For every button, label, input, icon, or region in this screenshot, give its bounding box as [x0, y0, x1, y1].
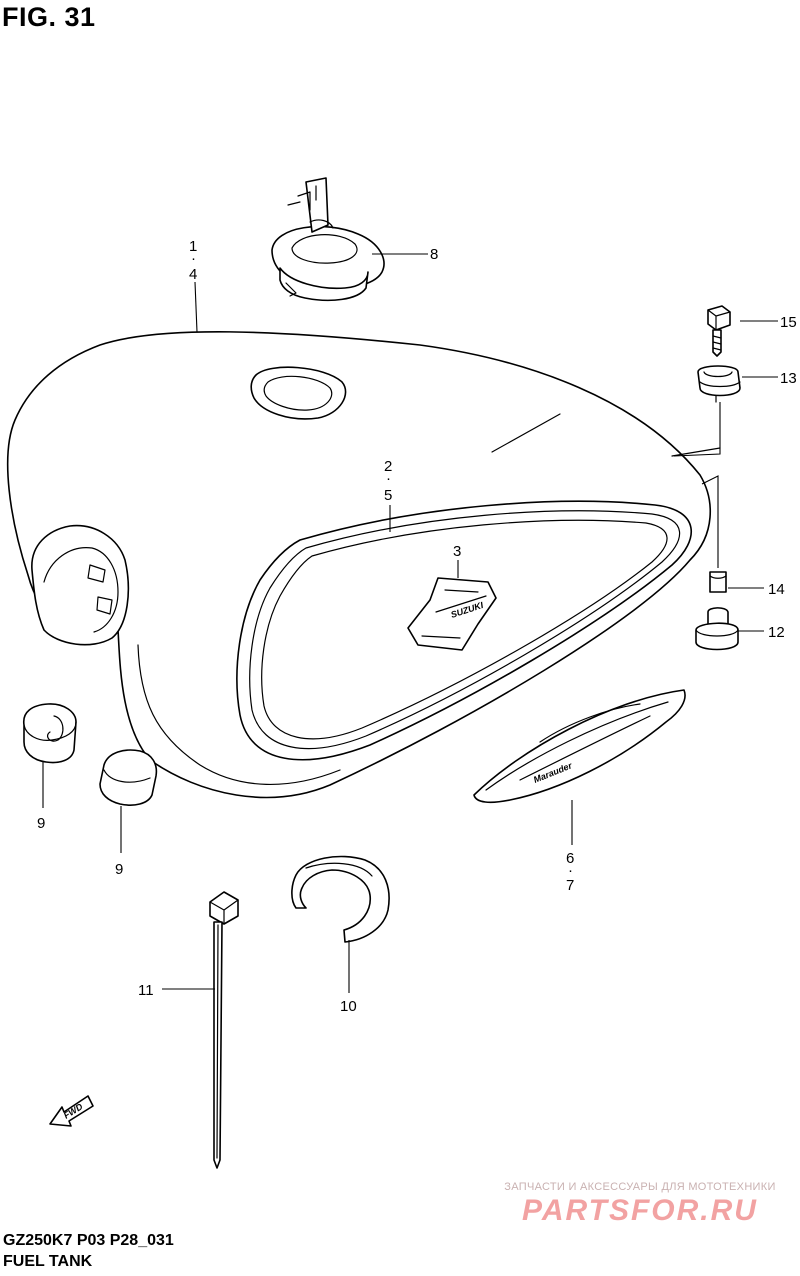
callout-9a: 9 — [37, 815, 45, 832]
fwd-arrow-icon: FWD — [49, 1095, 94, 1127]
callout-8: 8 — [430, 246, 438, 263]
tank-emblem-part[interactable]: Marauder — [473, 689, 686, 804]
callout-11: 11 — [138, 982, 154, 999]
section-name: FUEL TANK — [3, 1253, 93, 1270]
cushion-9a-part[interactable] — [23, 703, 77, 764]
grommet-13-part[interactable] — [697, 365, 741, 403]
watermark-brand-logo: PARTSFOR.RU — [522, 1194, 758, 1227]
callout-4: 4 — [189, 266, 197, 283]
callout-6-7-separator: · — [568, 862, 573, 879]
callout-13: 13 — [780, 370, 797, 387]
callout-1: 1 — [189, 238, 197, 255]
callout-5: 5 — [384, 487, 392, 504]
fuel-cap-part[interactable] — [271, 177, 385, 302]
grommet-12-part[interactable] — [695, 607, 739, 651]
clamp-part[interactable] — [291, 855, 390, 943]
cable-tie-part[interactable] — [209, 891, 239, 1169]
cushion-9b-part[interactable] — [99, 749, 158, 806]
callout-1-4-separator: · — [191, 250, 196, 267]
callout-3: 3 — [453, 543, 461, 560]
callout-14: 14 — [768, 581, 785, 598]
callout-10: 10 — [340, 998, 357, 1015]
leader-lines — [42, 253, 778, 993]
bolt-part[interactable] — [707, 305, 731, 357]
callout-9b: 9 — [115, 861, 123, 878]
callout-2: 2 — [384, 458, 392, 475]
callout-15: 15 — [780, 314, 797, 331]
suzuki-badge-part[interactable]: SUZUKI — [407, 577, 497, 651]
callout-numbers: 1 · 4 2 · 5 3 8 15 13 14 12 6 · 7 9 9 10… — [37, 238, 797, 1015]
watermark-tagline: ЗАПЧАСТИ И АКСЕССУАРЫ ДЛЯ МОТОТЕХНИКИ — [504, 1181, 776, 1193]
watermark: ЗАПЧАСТИ И АКСЕССУАРЫ ДЛЯ МОТОТЕХНИКИ PA… — [485, 1181, 795, 1228]
callout-7: 7 — [566, 877, 574, 894]
model-code: GZ250K7 P03 P28_031 — [3, 1232, 174, 1249]
callout-2-5-separator: · — [386, 470, 391, 487]
callout-12: 12 — [768, 624, 785, 641]
figure-footer: GZ250K7 P03 P28_031 FUEL TANK — [3, 1230, 174, 1272]
collar-part[interactable] — [709, 571, 727, 593]
callout-6: 6 — [566, 850, 574, 867]
figure-title: FIG. 31 — [2, 2, 96, 32]
